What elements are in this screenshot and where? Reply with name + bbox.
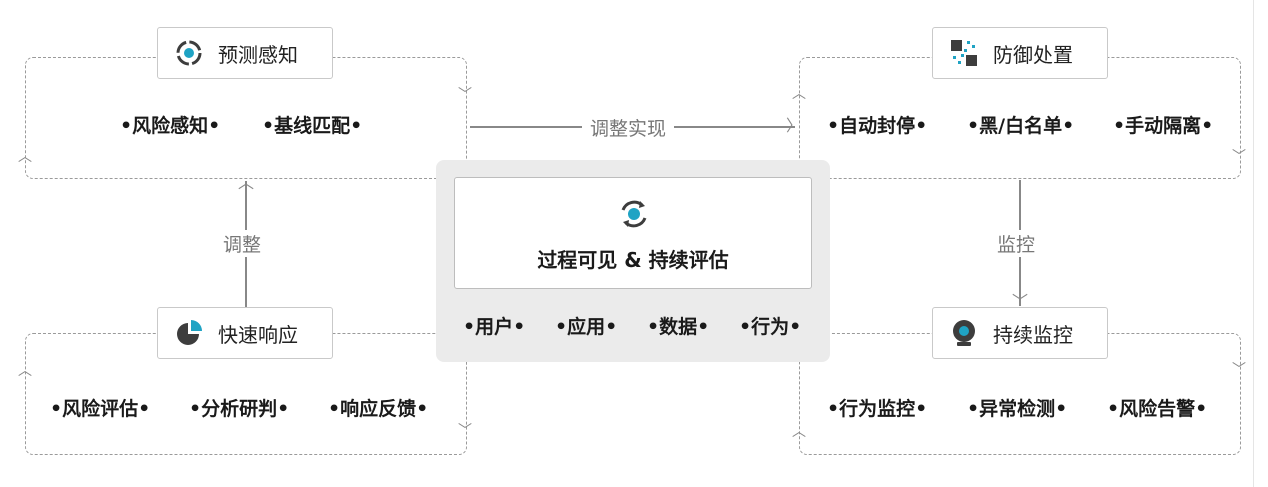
isolation-icon (949, 38, 979, 68)
chevron-down-icon: ﹀ (458, 423, 472, 439)
defense-item-1: •自动封停• (827, 115, 928, 137)
center-item-2: •应用• (555, 316, 618, 338)
right-edge-divider (1253, 0, 1254, 487)
chevron-up-icon: ︿ (18, 149, 32, 165)
center-box: 过程可见 & 持续评估 (454, 177, 812, 289)
center-item-1: •用户• (463, 316, 526, 338)
defense-title: 防御处置 (993, 42, 1073, 67)
monitor-title: 持续监控 (993, 322, 1073, 347)
center-title: 过程可见 & 持续评估 (537, 248, 729, 272)
center-item-3: •数据• (647, 316, 710, 338)
chevron-down-icon: ﹀ (1232, 149, 1246, 165)
response-item-3: •响应反馈• (328, 398, 429, 420)
chevron-up-icon: ︿ (18, 363, 32, 379)
chevron-down-icon: ﹀ (1232, 362, 1246, 378)
center-item-4: •行为• (739, 316, 802, 338)
monitor-item-1: •行为监控• (827, 398, 928, 420)
target-icon (174, 38, 204, 68)
response-title: 快速响应 (218, 322, 298, 347)
monitor-item-2: •异常检测• (967, 398, 1068, 420)
chevron-up-icon: ︿ (792, 86, 806, 102)
pie-chart-icon (174, 318, 204, 348)
right-connector-label: 监控 (989, 230, 1044, 257)
predict-item-1: •风险感知• (120, 115, 221, 137)
defense-item-3: •手动隔离• (1113, 115, 1214, 137)
monitor-item-3: •风险告警• (1107, 398, 1208, 420)
arrow-right-icon: 〉 (786, 116, 803, 135)
defense-item-2: •黑/白名单• (967, 115, 1075, 137)
predict-label-box: 预测感知 (157, 27, 333, 79)
monitor-label-box: 持续监控 (932, 307, 1108, 359)
predict-item-2: •基线匹配• (262, 115, 363, 137)
chevron-up-icon: ︿ (792, 424, 806, 440)
arrow-down-icon: ﹀ (1012, 292, 1029, 311)
cycle-icon (616, 196, 652, 236)
defense-label-box: 防御处置 (932, 27, 1108, 79)
arrow-up-icon: ︿ (238, 173, 255, 192)
top-connector-label: 调整实现 (582, 114, 675, 141)
response-label-box: 快速响应 (157, 307, 333, 359)
webcam-icon (949, 318, 979, 348)
chevron-down-icon: ﹀ (458, 87, 472, 103)
response-item-1: •风险评估• (50, 398, 151, 420)
left-connector-label: 调整 (215, 230, 270, 257)
predict-title: 预测感知 (218, 42, 298, 67)
response-item-2: •分析研判• (189, 398, 290, 420)
